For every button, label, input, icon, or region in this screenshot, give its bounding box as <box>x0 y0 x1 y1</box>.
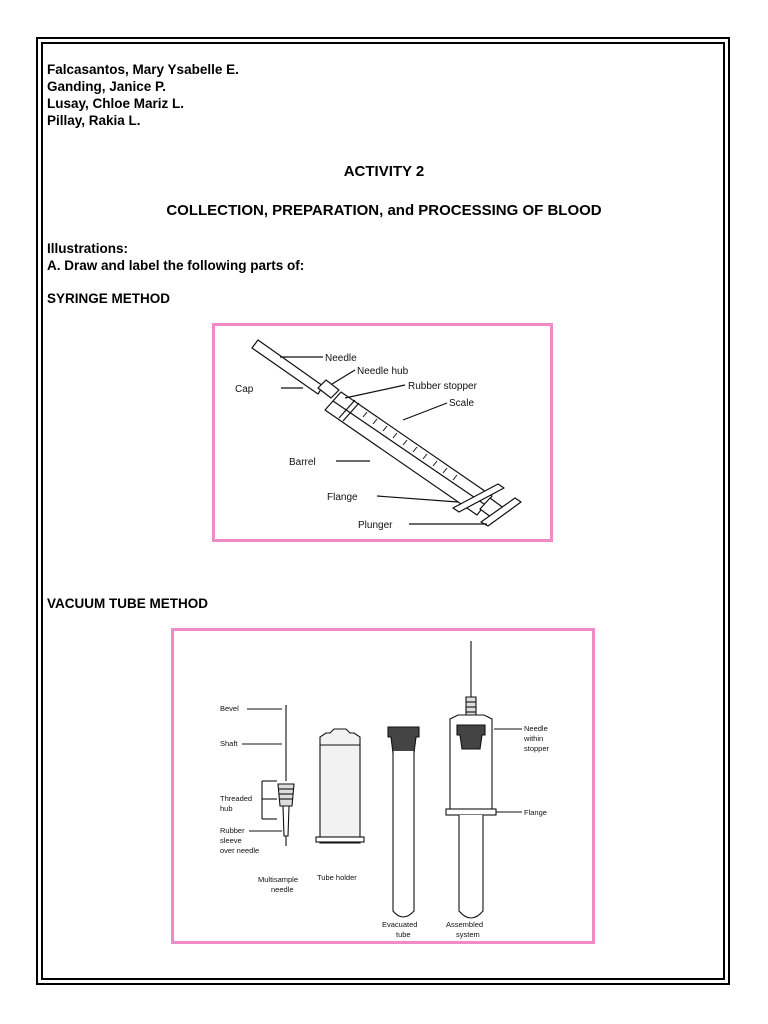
syringe-needle-hub <box>317 379 340 399</box>
tube-holder <box>319 728 361 844</box>
syringe-scale <box>362 411 458 481</box>
author-name: Falcasantos, Mary Ysabelle E. <box>47 62 239 77</box>
vacuum-tube-diagram: Bevel Shaft Threaded hub Rubber sleeve o… <box>220 641 550 939</box>
label-rubber-stopper: Rubber stopper <box>408 381 478 392</box>
evacuated-tube-stopper <box>387 726 420 754</box>
label-needle-within-stopper: Needle <box>524 724 548 733</box>
label-cap: Cap <box>235 384 254 395</box>
label-bevel: Bevel <box>220 704 239 713</box>
label-needle-within-stopper: stopper <box>524 744 550 753</box>
instruction-text: A. Draw and label the following parts of… <box>47 258 305 273</box>
syringe-illustration-panel: Needle Needle hub Cap Rubber stopper Sca… <box>212 323 553 542</box>
page-frame-inner <box>41 42 725 980</box>
label-needle: Needle <box>325 353 357 364</box>
rubber-sleeve <box>282 805 290 837</box>
label-shaft: Shaft <box>220 739 238 748</box>
label-assembled-system: Assembled <box>446 920 483 929</box>
author-name: Pillay, Rakia L. <box>47 113 141 128</box>
label-threaded-hub: Threaded <box>220 794 252 803</box>
label-threaded-hub: hub <box>220 804 233 813</box>
vacuum-tube-illustration-panel: Bevel Shaft Threaded hub Rubber sleeve o… <box>171 628 595 944</box>
evacuated-tube-body <box>392 751 415 918</box>
label-multisample-needle: Multisample <box>258 875 298 884</box>
label-rubber-sleeve: over needle <box>220 846 259 855</box>
page-frame-outer <box>36 37 730 985</box>
label-plunger: Plunger <box>358 520 393 531</box>
label-needle-hub: Needle hub <box>357 366 409 377</box>
label-rubber-sleeve: Rubber <box>220 826 245 835</box>
label-evacuated-tube: Evacuated <box>382 920 417 929</box>
author-list: Falcasantos, Mary Ysabelle E. Ganding, J… <box>47 61 239 129</box>
assembled-flange <box>445 808 497 816</box>
label-barrel: Barrel <box>289 457 316 468</box>
label-rubber-sleeve: sleeve <box>220 836 242 845</box>
illustrations-label: Illustrations: <box>47 241 129 256</box>
label-scale: Scale <box>449 398 474 409</box>
activity-title: ACTIVITY 2 <box>343 163 425 180</box>
author-name: Lusay, Chloe Mariz L. <box>47 96 185 111</box>
instructions-block: Illustrations: A. Draw and label the fol… <box>47 240 304 274</box>
author-name: Ganding, Janice P. <box>47 79 167 94</box>
label-evacuated-tube: tube <box>396 930 411 939</box>
label-needle-within-stopper: within <box>523 734 543 743</box>
syringe-barrel <box>324 391 493 516</box>
syringe-flange <box>452 483 505 513</box>
label-multisample-needle: needle <box>271 885 294 894</box>
label-flange: Flange <box>524 808 547 817</box>
label-flange: Flange <box>327 492 358 503</box>
syringe-cap <box>251 339 324 395</box>
main-title: COLLECTION, PREPARATION, and PROCESSING … <box>166 202 602 219</box>
label-tube-holder: Tube holder <box>317 873 357 882</box>
syringe-diagram: Needle Needle hub Cap Rubber stopper Sca… <box>235 339 522 531</box>
threaded-hub <box>277 783 295 807</box>
syringe-heading: SYRINGE METHOD <box>47 291 171 306</box>
label-assembled-system: system <box>456 930 480 939</box>
vacuum-tube-heading: VACUUM TUBE METHOD <box>47 596 208 611</box>
